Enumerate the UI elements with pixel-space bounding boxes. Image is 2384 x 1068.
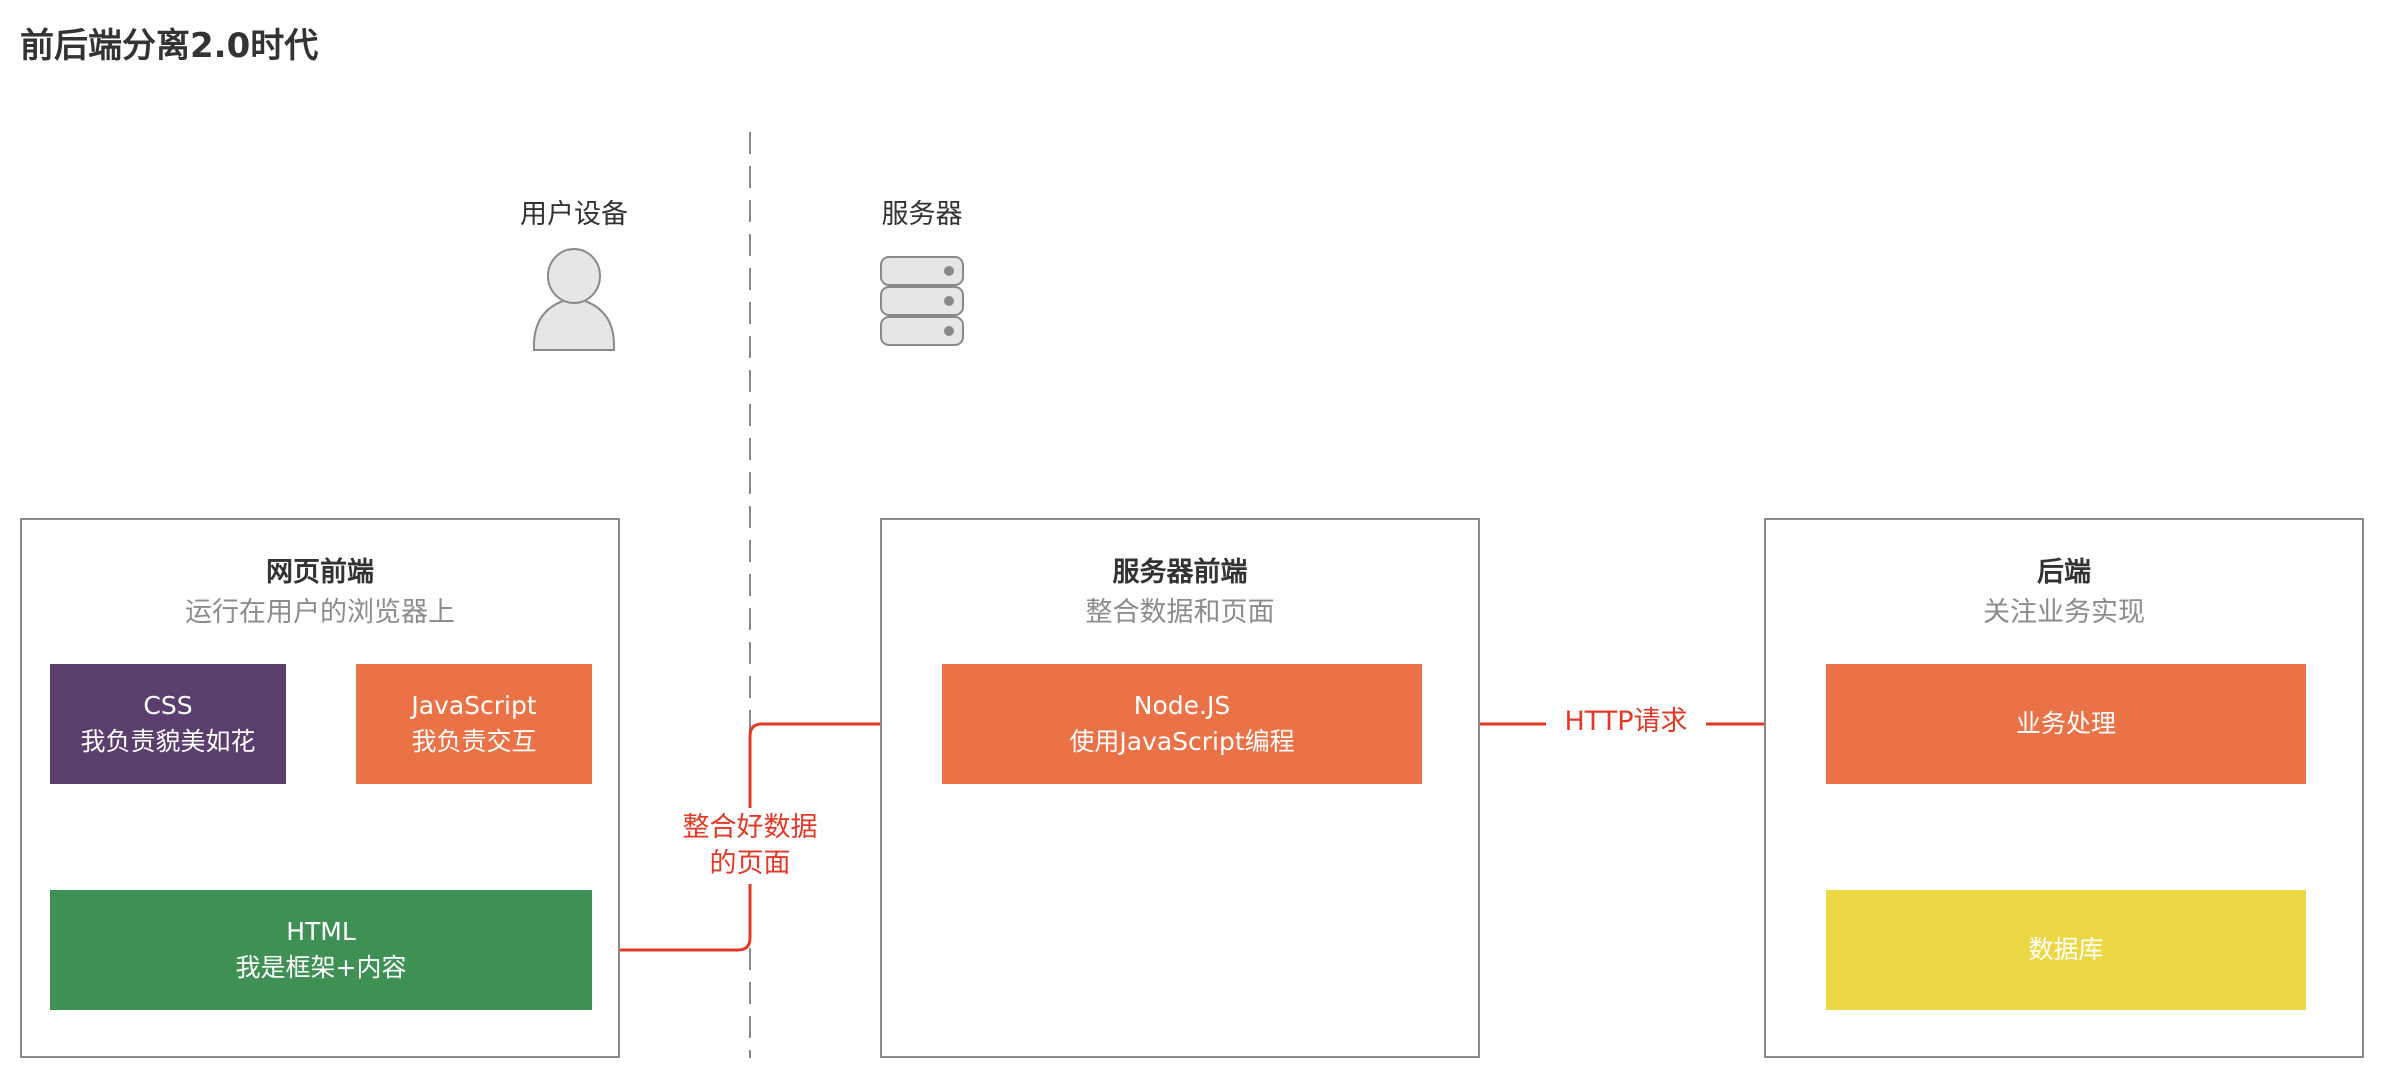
- web-frontend-subtitle: 运行在用户的浏览器上: [185, 597, 455, 628]
- database-box: 数据库: [1826, 890, 2306, 1010]
- nodejs-box-title: Node.JS: [1133, 691, 1231, 720]
- server-frontend-subtitle: 整合数据和页面: [1085, 597, 1275, 628]
- html-box: HTML 我是框架+内容: [50, 890, 592, 1010]
- server-label: 服务器: [881, 199, 963, 230]
- server-frontend-title: 服务器前端: [1112, 557, 1248, 588]
- integrated-page-line2: 的页面: [709, 848, 791, 879]
- http-request-label: HTTP请求: [1546, 704, 1706, 740]
- database-box-title: 数据库: [2028, 935, 2104, 964]
- css-box: CSS 我负责貌美如花: [50, 664, 286, 784]
- page-title: 前后端分离2.0时代: [20, 26, 319, 66]
- integrated-page-line1: 整合好数据: [682, 812, 818, 843]
- user-device-label: 用户设备: [520, 199, 628, 230]
- html-box-desc: 我是框架+内容: [235, 953, 407, 982]
- javascript-box: JavaScript 我负责交互: [356, 664, 592, 784]
- server-frontend-panel: 服务器前端 整合数据和页面: [880, 518, 1480, 1058]
- html-box-title: HTML: [286, 917, 356, 946]
- integrated-page-label: 整合好数据 的页面: [670, 808, 830, 884]
- backend-subtitle: 关注业务实现: [1983, 597, 2145, 628]
- user-icon: [532, 248, 616, 351]
- business-box-title: 业务处理: [2015, 709, 2116, 738]
- nodejs-box-desc: 使用JavaScript编程: [1069, 727, 1295, 756]
- server-stack-icon: [880, 256, 964, 346]
- css-box-title: CSS: [143, 691, 193, 720]
- backend-title: 后端: [2037, 557, 2091, 588]
- business-box: 业务处理: [1826, 664, 2306, 784]
- css-box-desc: 我负责貌美如花: [80, 727, 256, 756]
- nodejs-box: Node.JS 使用JavaScript编程: [942, 664, 1422, 784]
- javascript-box-desc: 我负责交互: [411, 727, 537, 756]
- javascript-box-title: JavaScript: [411, 691, 537, 720]
- web-frontend-title: 网页前端: [266, 557, 374, 588]
